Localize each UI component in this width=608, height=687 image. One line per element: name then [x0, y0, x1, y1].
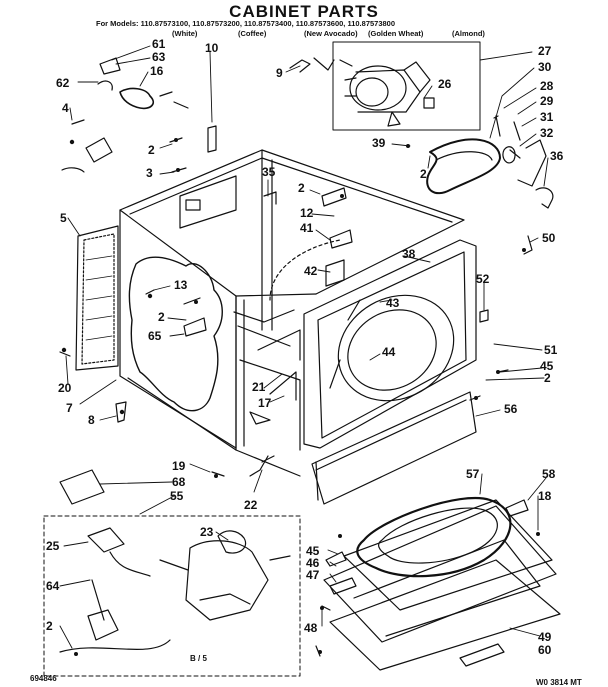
callout-56: 56	[504, 402, 518, 416]
color-coffee: (Coffee)	[238, 29, 267, 38]
callout-2-bottom: 2	[46, 619, 53, 633]
callout-38: 38	[402, 247, 416, 261]
callout-3: 3	[146, 166, 153, 180]
callout-19: 19	[172, 459, 186, 473]
callout-2-right: 2	[544, 371, 551, 385]
callout-47: 47	[306, 568, 320, 582]
callout-43: 43	[386, 296, 400, 310]
callout-64: 64	[46, 579, 60, 593]
callout-2-top: 2	[298, 181, 305, 195]
callout-45-door: 45	[306, 544, 320, 558]
model-list: For Models: 110.87573100, 110.87573200, …	[96, 19, 396, 28]
callout-2-mid: 2	[158, 310, 165, 324]
color-almond: (Almond)	[452, 29, 485, 38]
callout-2: 2	[148, 143, 155, 157]
callout-50: 50	[542, 231, 556, 245]
side-panel-insulation	[75, 225, 119, 371]
callout-8: 8	[88, 413, 95, 427]
callout-49: 49	[538, 630, 552, 644]
sheet-label: B / 5	[190, 654, 207, 663]
callout-60: 60	[538, 643, 552, 657]
callout-62: 62	[56, 76, 70, 90]
callout-41: 41	[300, 221, 314, 235]
callout-12: 12	[300, 206, 314, 220]
callout-61: 61	[152, 37, 166, 51]
callout-10: 10	[205, 41, 219, 55]
callout-36: 36	[550, 149, 564, 163]
callout-31: 31	[540, 110, 554, 124]
callout-29: 29	[540, 94, 554, 108]
callout-48: 48	[304, 621, 318, 635]
motor-assembly	[289, 41, 481, 131]
callout-44: 44	[382, 345, 396, 359]
callout-35: 35	[262, 165, 276, 179]
fasteners	[61, 138, 540, 656]
callout-28: 28	[540, 79, 554, 93]
callout-32: 32	[540, 126, 554, 140]
callout-16: 16	[150, 64, 164, 78]
callout-13: 13	[174, 278, 188, 292]
callout-45: 45	[540, 359, 554, 373]
callout-20: 20	[58, 381, 72, 395]
callout-30: 30	[538, 60, 552, 74]
callout-55: 55	[170, 489, 184, 503]
callout-5: 5	[60, 211, 67, 225]
callout-63: 63	[152, 50, 166, 64]
lower-panel	[311, 391, 477, 505]
callout-52: 52	[476, 272, 490, 286]
callout-7: 7	[66, 401, 73, 415]
callout-57: 57	[466, 467, 480, 481]
callout-25: 25	[46, 539, 60, 553]
callout-51: 51	[544, 343, 558, 357]
small-parts	[59, 57, 529, 657]
diagram-number: 694846	[30, 674, 57, 683]
sensor-box	[43, 515, 301, 677]
callout-68: 68	[172, 475, 186, 489]
page-title: CABINET PARTS	[229, 2, 379, 21]
callout-46: 46	[306, 556, 320, 570]
cabinet-body	[119, 149, 465, 477]
door-assembly	[323, 497, 561, 671]
callout-27: 27	[538, 44, 552, 58]
corner-code: W0 3814 MT	[536, 678, 582, 687]
callout-23: 23	[200, 525, 214, 539]
callout-9: 9	[276, 66, 283, 80]
callout-58: 58	[542, 467, 556, 481]
color-golden-wheat: (Golden Wheat)	[368, 29, 424, 38]
callout-39: 39	[372, 136, 386, 150]
callout-65: 65	[148, 329, 162, 343]
color-white: (White)	[172, 29, 198, 38]
callout-21: 21	[252, 380, 266, 394]
leader-lines	[59, 45, 549, 649]
callout-22: 22	[244, 498, 258, 512]
drive-belt	[426, 138, 501, 195]
color-new-avocado: (New Avocado)	[304, 29, 358, 38]
front-panel	[303, 239, 477, 449]
callout-18: 18	[538, 489, 552, 503]
callout-2-belt: 2	[420, 167, 427, 181]
callout-4: 4	[62, 101, 69, 115]
callout-17: 17	[258, 396, 272, 410]
callout-26: 26	[438, 77, 452, 91]
callout-42: 42	[304, 264, 318, 278]
